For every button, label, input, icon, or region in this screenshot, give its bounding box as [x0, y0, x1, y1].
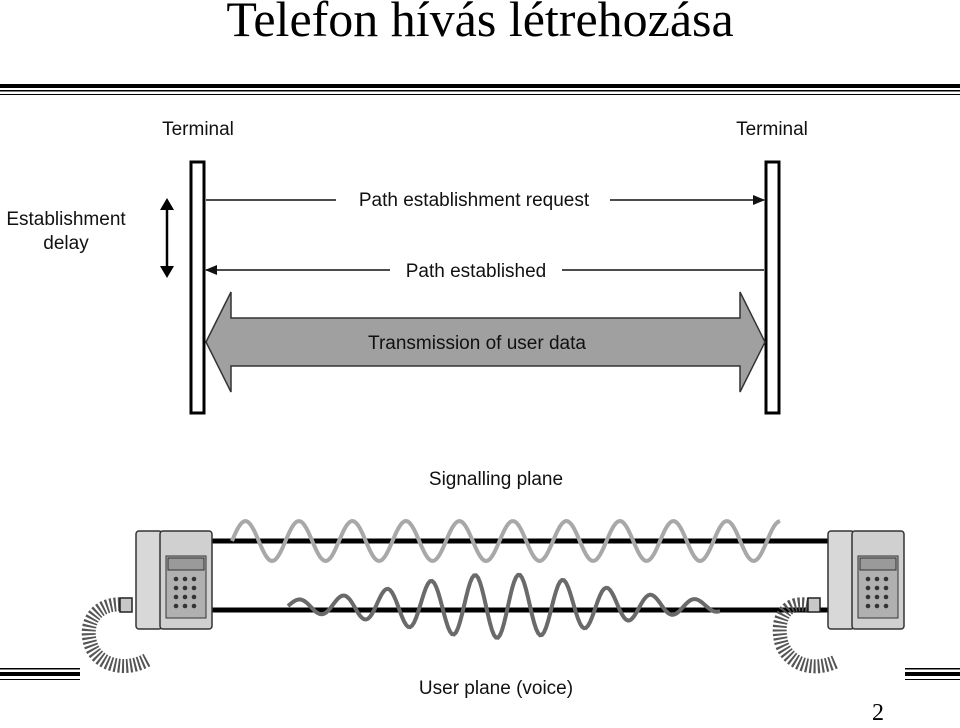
established-label: Path established — [406, 261, 547, 282]
telephone-left-icon — [81, 530, 213, 673]
establishment-delay-label-line1: Establishment — [6, 209, 126, 230]
header-divider — [0, 84, 960, 95]
transmission-label: Transmission of user data — [368, 333, 586, 354]
signalling-wave — [230, 518, 781, 564]
telephone-right-icon — [772, 530, 905, 674]
signalling-plane-label: Signalling plane — [429, 469, 563, 490]
page-number: 2 — [872, 700, 884, 726]
terminal-left-label: Terminal — [162, 119, 234, 140]
transmission-arrow — [205, 291, 766, 393]
terminal-right-bar — [764, 160, 781, 415]
terminal-left-bar — [189, 160, 206, 415]
terminal-right-label: Terminal — [736, 119, 808, 140]
voice-wave — [286, 572, 721, 640]
footer-divider-left — [0, 668, 80, 680]
user-plane-label: User plane (voice) — [419, 678, 573, 699]
footer-divider-right — [905, 668, 960, 680]
establishment-delay-label-line2: delay — [43, 233, 89, 254]
establishment-delay-arrow — [160, 198, 174, 278]
request-label: Path establishment request — [359, 190, 590, 211]
slide-title: Telefon hívás létrehozása — [226, 0, 734, 47]
